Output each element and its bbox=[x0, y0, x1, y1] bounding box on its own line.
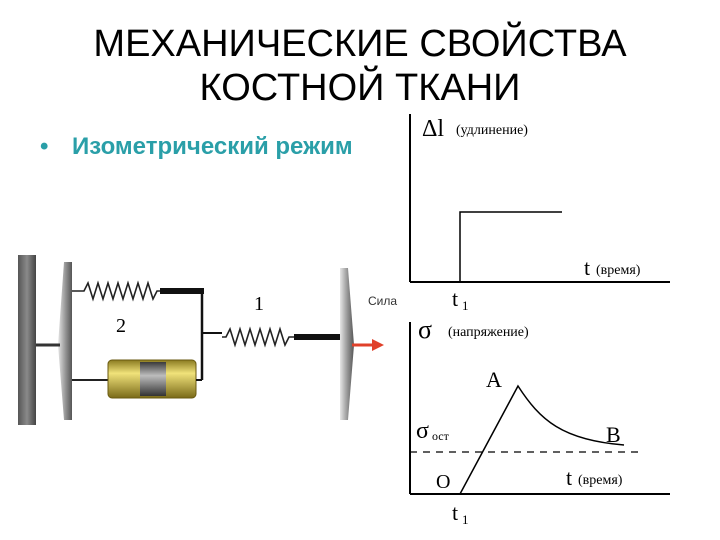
top-step-curve bbox=[459, 211, 562, 282]
bullet-dot-icon: • bbox=[40, 133, 49, 160]
bottom-t1-label: t bbox=[452, 500, 458, 525]
spring-2-rod bbox=[160, 288, 204, 294]
graph-stress: σ (напряжение) A B σ ост O t (время) t 1 bbox=[409, 315, 670, 527]
bottom-x-symbol: t bbox=[566, 465, 572, 490]
point-a-label: A bbox=[486, 367, 502, 392]
spring-2 bbox=[72, 280, 160, 302]
right-plate bbox=[340, 268, 354, 420]
bottom-y-label: (напряжение) bbox=[448, 325, 529, 340]
force-label: Сила bbox=[368, 294, 397, 308]
top-t1-sub: 1 bbox=[462, 298, 469, 313]
top-y-symbol: Δl bbox=[422, 116, 444, 142]
title-line-1: МЕХАНИЧЕСКИЕ СВОЙСТВА bbox=[93, 23, 627, 65]
slide-title: МЕХАНИЧЕСКИЕ СВОЙСТВА КОСТНОЙ ТКАНИ bbox=[0, 22, 720, 110]
fixed-wall bbox=[18, 255, 36, 425]
top-x-symbol: t bbox=[584, 255, 590, 280]
title-line-2: КОСТНОЙ ТКАНИ bbox=[199, 67, 521, 109]
force-arrow-icon bbox=[372, 339, 384, 351]
graph-elongation: Δl (удлинение) t (время) t 1 bbox=[409, 114, 670, 313]
top-t1-label: t bbox=[452, 286, 458, 311]
bottom-x-label: (время) bbox=[578, 473, 623, 488]
sigma-ost-symbol: σ bbox=[416, 418, 429, 444]
bullet-text: Изометрический режим bbox=[72, 133, 353, 160]
spring-2-label: 2 bbox=[116, 315, 126, 337]
stress-curve bbox=[459, 384, 625, 495]
damper-piston bbox=[140, 362, 166, 396]
left-plate bbox=[58, 262, 72, 420]
spring-1-label: 1 bbox=[254, 293, 264, 315]
mechanism: 2 1 Сила bbox=[18, 255, 397, 425]
sigma-ost-sub: ост bbox=[432, 429, 450, 443]
origin-label: O bbox=[436, 471, 450, 493]
point-b-label: B bbox=[606, 422, 621, 447]
spring-1 bbox=[222, 326, 294, 348]
spring-1-rod bbox=[294, 334, 342, 340]
top-x-label: (время) bbox=[596, 263, 641, 278]
top-y-label: (удлинение) bbox=[456, 123, 528, 138]
bottom-y-symbol: σ bbox=[418, 315, 432, 344]
bottom-t1-sub: 1 bbox=[462, 512, 469, 527]
